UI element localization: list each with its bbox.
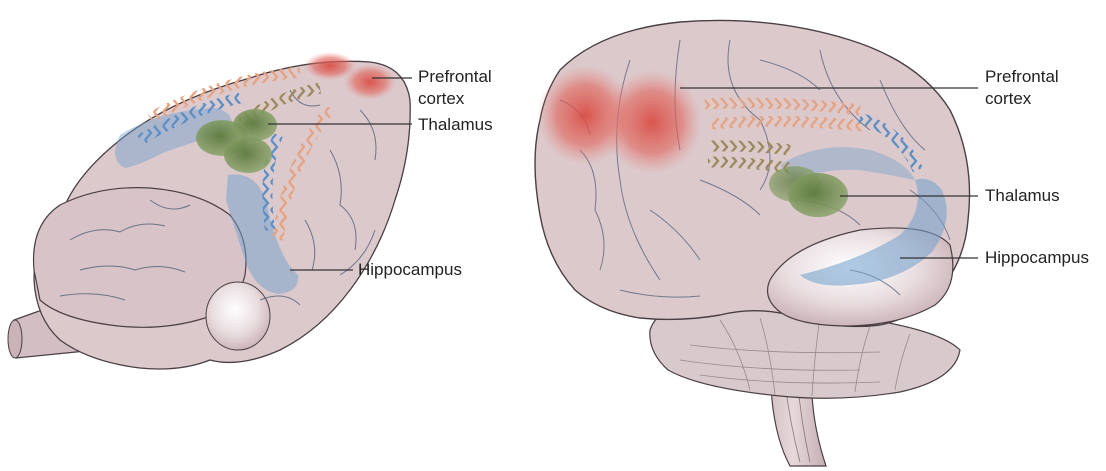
human-pathway-brown-1: [710, 146, 790, 150]
human-pathway-orange-2: [712, 121, 865, 126]
rodent-prefrontal-region-2: [344, 64, 396, 100]
human-brain: [535, 20, 978, 466]
human-label-hippocampus: Hippocampus: [985, 247, 1089, 269]
human-prefrontal-region-2: [602, 70, 702, 174]
human-label-thalamus: Thalamus: [985, 185, 1060, 207]
rodent-pons: [206, 282, 270, 350]
rodent-label-hippocampus: Hippocampus: [358, 259, 462, 281]
human-pathway-brown-2: [708, 162, 790, 168]
rodent-label-prefrontal-cortex: Prefrontal cortex: [418, 66, 492, 110]
human-label-prefrontal-cortex: Prefrontal cortex: [985, 66, 1059, 110]
rodent-brain: [8, 52, 412, 369]
rodent-label-thalamus: Thalamus: [418, 114, 493, 136]
